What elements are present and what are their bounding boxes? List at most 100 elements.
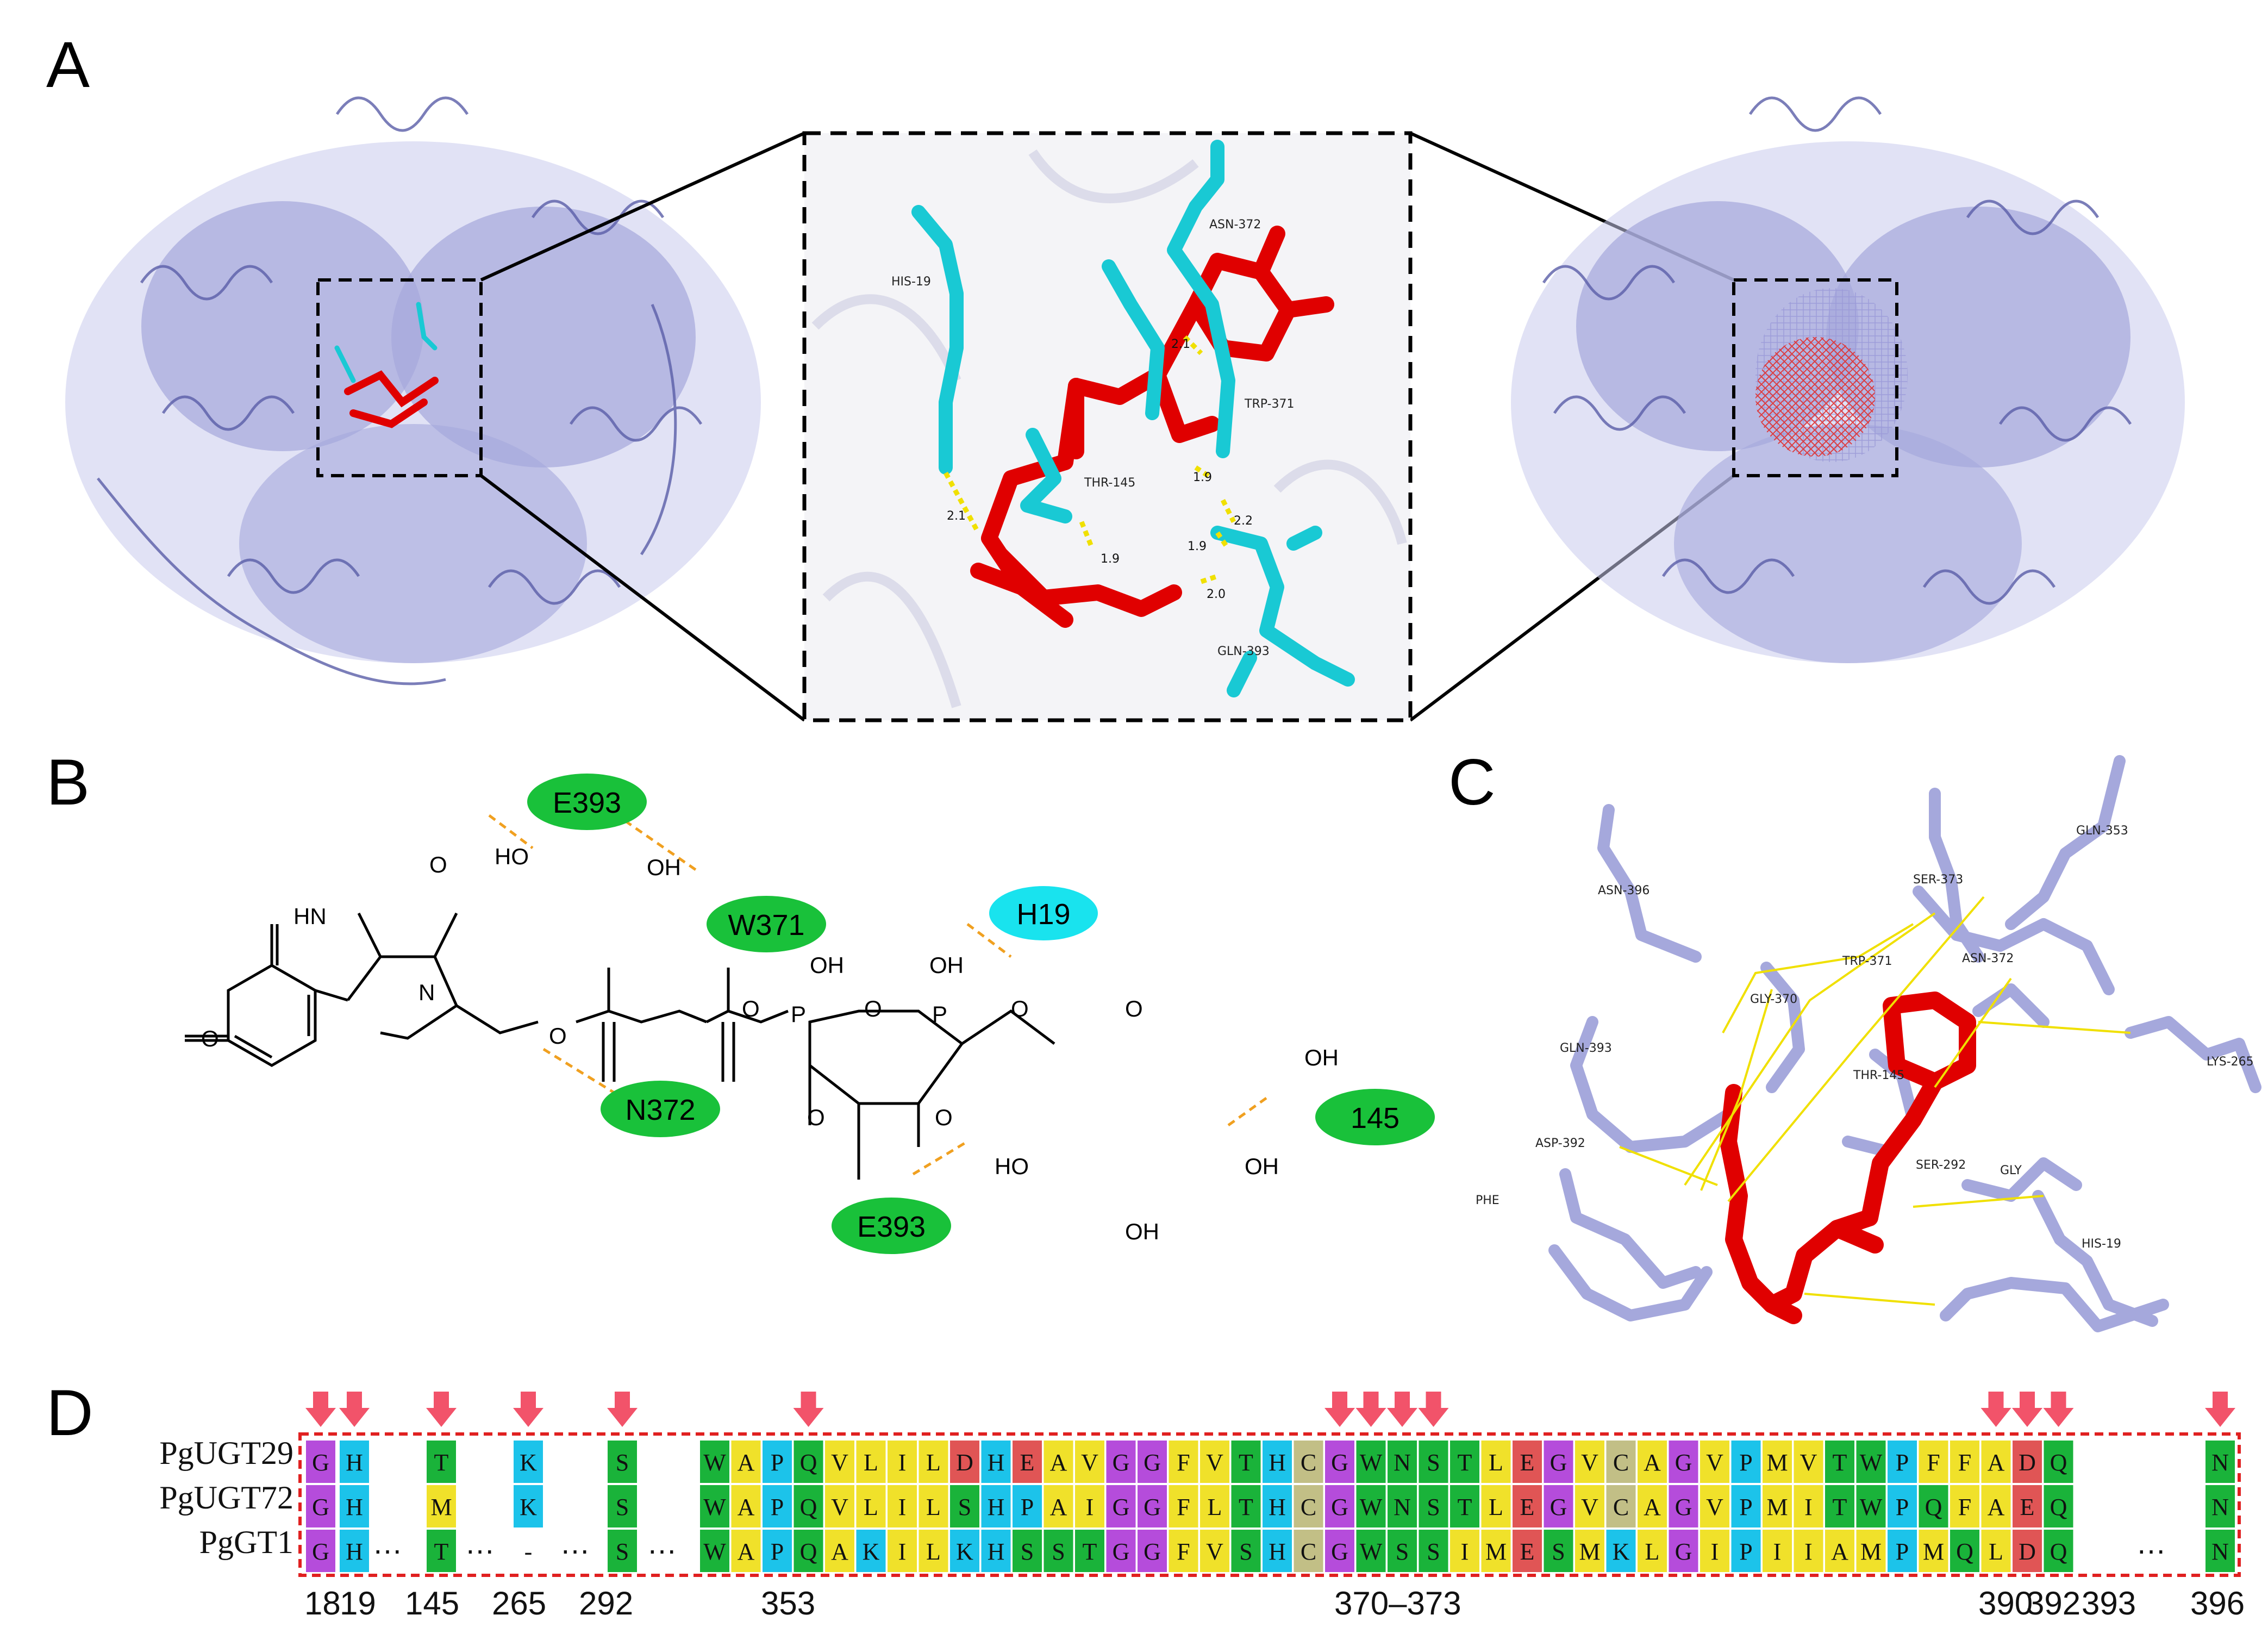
residue-letter: T [1458, 1449, 1472, 1476]
residue-letter: L [1989, 1538, 2003, 1565]
residue-cell [1481, 1530, 1511, 1572]
residue-letter: G [1675, 1449, 1692, 1476]
residue-letter: G [312, 1494, 329, 1520]
residue-cell [1263, 1530, 1292, 1572]
residue-letter: I [898, 1538, 907, 1565]
panel-c-structure: GLN-353 ASN-396 SER-373 TRP-371 ASN-372 … [1476, 755, 2261, 1332]
residue-letter: W [1860, 1494, 1883, 1520]
residue-cell [1200, 1530, 1229, 1572]
residue-letter: S [1239, 1538, 1252, 1565]
residue-cell [1731, 1485, 1761, 1527]
residue-letter: T [1083, 1538, 1097, 1565]
residue-cell [1263, 1441, 1292, 1483]
residue-letter: Q [800, 1494, 817, 1520]
atom-o2: O [201, 1026, 219, 1051]
residue-cell [1669, 1485, 1698, 1527]
residue-letter: S [1021, 1538, 1034, 1565]
residue-letter: E [1520, 1538, 1535, 1565]
residue-cell [1950, 1485, 1979, 1527]
atom-p2: P [932, 1001, 947, 1027]
residue-cell [1638, 1441, 1667, 1483]
residue-cell [1669, 1441, 1698, 1483]
seq-name-pgugt72: PgUGT72 [159, 1480, 293, 1516]
residue-cell [888, 1441, 917, 1483]
residue-letter: P [771, 1494, 784, 1520]
oval-e393-top-label: E393 [553, 787, 621, 819]
c-label-gln393: GLN-393 [1560, 1042, 1612, 1055]
residue-letter: N [2211, 1494, 2229, 1520]
residue-cell [1013, 1441, 1042, 1483]
atom-o-link2: O [864, 996, 882, 1021]
residue-letter: A [1050, 1494, 1067, 1520]
residue-cell [1388, 1441, 1417, 1483]
residue-cell [2044, 1485, 2073, 1527]
residue-letter: L [1645, 1538, 1660, 1565]
residue-letter: W [1360, 1449, 1383, 1476]
residue-letter: G [1331, 1449, 1348, 1476]
residues [911, 140, 1355, 697]
residue-cell [1169, 1485, 1198, 1527]
residue-letter: S [1427, 1538, 1440, 1565]
hbond-distance-7: 2.0 [1207, 588, 1226, 601]
residue-cell [700, 1530, 729, 1572]
residue-letter: G [312, 1538, 329, 1565]
residue-letter: I [1773, 1538, 1782, 1565]
atom-ho2: HO [995, 1154, 1029, 1179]
residue-cell [1856, 1530, 1886, 1572]
residue-letter: Q [2050, 1494, 2067, 1520]
hbond-distance-2: 1.9 [1101, 552, 1120, 566]
residue-cell [794, 1530, 823, 1572]
residue-cell [856, 1441, 886, 1483]
residue-letter: N [1394, 1494, 1411, 1520]
pos-393: 393 [2082, 1585, 2136, 1622]
residue-cell [1513, 1441, 1542, 1483]
residue-letter: M [1766, 1449, 1788, 1476]
residue-letter: P [1739, 1449, 1752, 1476]
seq-name-pgugt29: PgUGT29 [159, 1435, 293, 1471]
c-label-trp371: TRP-371 [1842, 955, 1892, 968]
residue-letter: A [738, 1494, 755, 1520]
residue-letter: I [898, 1449, 907, 1476]
residue-cell [794, 1485, 823, 1527]
chemical-structure [185, 912, 1055, 1180]
residue-letter: W [1860, 1449, 1883, 1476]
residue-cell [1606, 1441, 1636, 1483]
residue-letter: E [1520, 1494, 1535, 1520]
residue-letter: Q [800, 1449, 817, 1476]
residue-cell [1606, 1530, 1636, 1572]
residue-letter: G [1550, 1449, 1567, 1476]
residue-letter: G [1144, 1494, 1161, 1520]
residue-letter: S [1552, 1538, 1565, 1565]
residue-letter: T [1239, 1449, 1253, 1476]
atom-o-link3: O [1011, 996, 1029, 1021]
residue-letter: S [616, 1449, 629, 1476]
residue-cell [1638, 1485, 1667, 1527]
oval-w371-label: W371 [728, 909, 804, 942]
residue-cell [1200, 1485, 1229, 1527]
residue-letter: A [738, 1449, 755, 1476]
residue-letter: H [988, 1538, 1005, 1565]
panel-letter-a: A [46, 28, 90, 101]
residue-cell [2013, 1485, 2042, 1527]
residue-letter: F [1177, 1538, 1190, 1565]
residue-letter: G [1550, 1494, 1567, 1520]
residue-cell [981, 1441, 1011, 1483]
residue-cell [919, 1485, 948, 1527]
residue-cell [1356, 1485, 1386, 1527]
residue-cell [1575, 1485, 1604, 1527]
oval-n372 [601, 1081, 720, 1137]
atom-oh4: OH [1245, 1154, 1279, 1179]
residue-cell [1544, 1485, 1573, 1527]
residue-letter: M [1766, 1494, 1788, 1520]
residue-letter: T [434, 1449, 449, 1476]
conservation-arrow-icon [1324, 1392, 1355, 1427]
atom-oh-p2: OH [929, 952, 964, 978]
pos-353: 353 [761, 1585, 815, 1622]
residue-letter: I [1804, 1494, 1813, 1520]
residue-letter: I [1711, 1538, 1719, 1565]
residue-cell [1794, 1485, 1823, 1527]
atom-o-p2: O [935, 1105, 953, 1130]
residue-cell [1231, 1485, 1261, 1527]
residue-cell [1388, 1485, 1417, 1527]
